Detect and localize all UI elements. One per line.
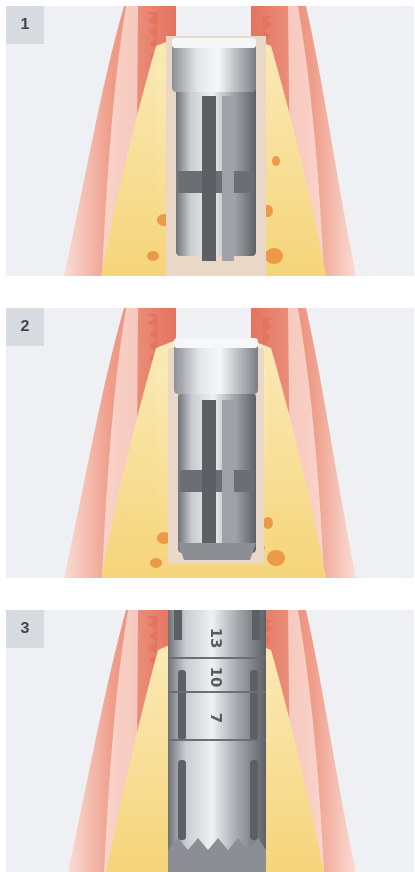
implant-drill-illustration (6, 6, 414, 276)
step-number-badge: 2 (6, 308, 44, 346)
depth-mark-7: 7 (207, 713, 225, 723)
step-panel-1: 1 (6, 6, 414, 276)
depth-mark-10: 10 (207, 667, 225, 688)
step-panel-2: 2 (6, 308, 414, 578)
step-number-badge: 1 (6, 6, 44, 44)
depth-gauge-drill-illustration: 13 10 7 (6, 610, 414, 872)
depth-mark-13: 13 (207, 628, 225, 649)
step-panel-3: 3 13 10 7 (6, 610, 414, 872)
step-number-badge: 3 (6, 610, 44, 648)
implant-drill-illustration (6, 308, 414, 578)
